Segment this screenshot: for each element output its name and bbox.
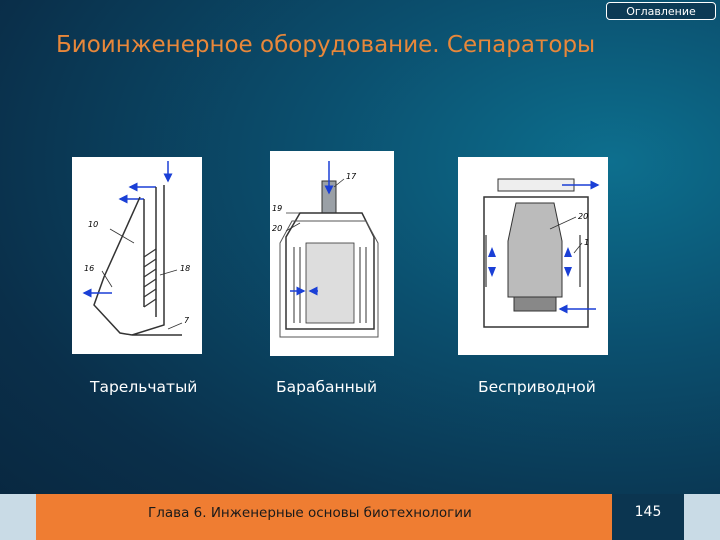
- footer-right-accent: [684, 494, 720, 540]
- footer-left-accent: [0, 494, 36, 540]
- callout-17: 17: [346, 172, 357, 181]
- callout-20: 20: [272, 224, 282, 233]
- drum-separator-diagram: 17 19 20: [270, 151, 394, 356]
- callout-10: 10: [88, 220, 98, 229]
- driveless-separator-diagram: 20 1: [458, 157, 608, 355]
- toc-button[interactable]: Оглавление: [606, 2, 716, 20]
- caption-driveless: Бесприводной: [478, 378, 596, 396]
- page-number: 145: [634, 504, 662, 520]
- disc-separator-diagram: 10 16 18 7: [72, 157, 202, 354]
- slide-title: Биоинженерное оборудование. Сепараторы: [56, 32, 596, 58]
- footer-bar: [36, 494, 612, 540]
- caption-disc: Тарельчатый: [90, 378, 198, 396]
- callout-18: 18: [180, 264, 190, 273]
- page-number-box: [612, 494, 684, 540]
- callout-19: 19: [272, 204, 282, 213]
- callout-16: 16: [84, 264, 94, 273]
- callout-20: 20: [578, 212, 588, 221]
- callout-7: 7: [184, 316, 190, 325]
- caption-drum: Барабанный: [276, 378, 378, 396]
- footer-chapter: Глава 6. Инженерные основы биотехнологии: [148, 505, 472, 521]
- callout-1: 1: [584, 238, 589, 247]
